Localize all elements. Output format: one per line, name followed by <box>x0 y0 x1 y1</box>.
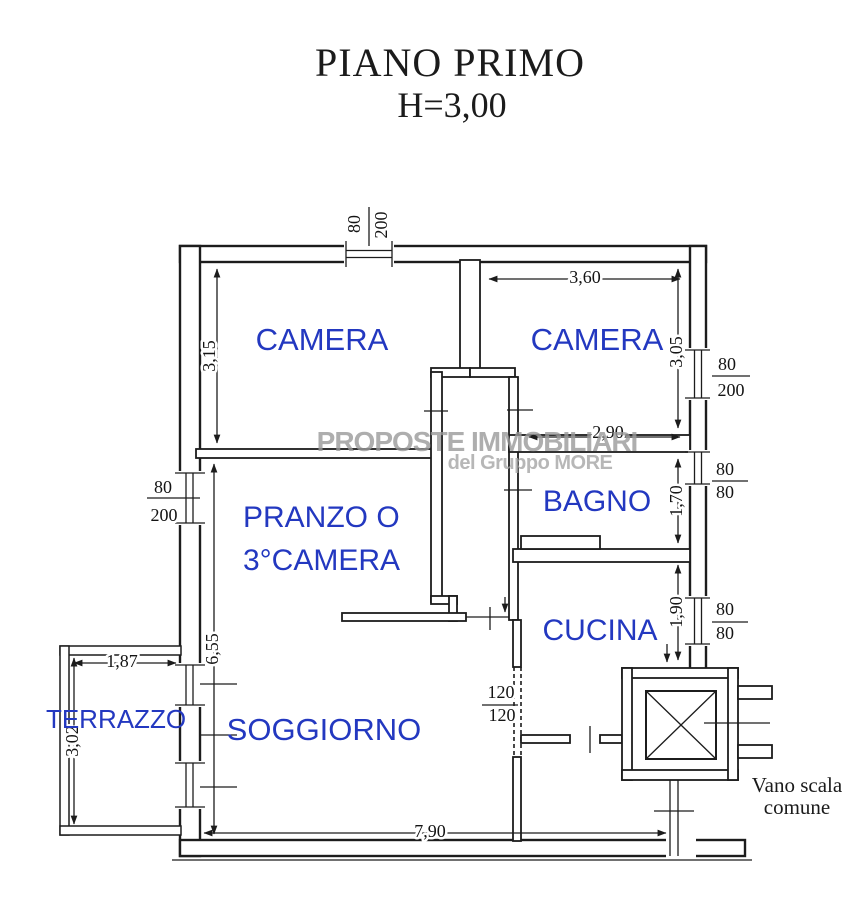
dim-camera2-height: 3,05 <box>666 336 686 368</box>
wall-bagno-cucina <box>512 548 691 563</box>
plan-height-label: H=3,00 <box>397 85 506 125</box>
dim-wrb-h: 80 <box>716 482 734 502</box>
dim-wrk-w: 80 <box>716 599 734 619</box>
room-label-camera2: CAMERA <box>531 322 664 357</box>
stairwell-label-line2: comune <box>764 795 830 819</box>
wall-cucina-left-lower <box>512 756 522 842</box>
dim-window-right-cucina: 80 80 <box>712 597 748 646</box>
window-right-camera2 <box>685 348 710 400</box>
wall-cucina-bottom-a <box>520 734 571 744</box>
dim-wrb-w: 80 <box>716 459 734 479</box>
dim-cucina-height: 1,90 <box>666 596 686 628</box>
dim-window-left-w: 80 <box>154 477 172 497</box>
dim-terrazzo-height: 3,02 <box>62 725 82 757</box>
dim-window-top: 80 200 <box>342 207 394 246</box>
dim-window-right-bagno: 80 80 <box>712 457 748 505</box>
windows <box>175 241 710 809</box>
room-label-bagno: BAGNO <box>543 485 651 518</box>
window-terrazzo-lower <box>175 761 205 809</box>
stair-wall-left <box>621 667 633 781</box>
stairwell-label-line1: Vano scala <box>752 773 843 797</box>
stair-stub-lower <box>737 744 773 759</box>
door-marks <box>424 409 591 753</box>
room-label-pranzo-line2: 3°CAMERA <box>243 544 400 577</box>
stair-wall-right <box>727 667 739 781</box>
terrazzo-parapet <box>59 645 182 836</box>
terrazzo-wall-bottom <box>59 825 182 836</box>
dim-wrk-h: 80 <box>716 623 734 643</box>
plan-title: PIANO PRIMO <box>315 40 585 85</box>
wall-top <box>178 244 708 264</box>
dim-120-w: 120 <box>488 682 515 702</box>
dim-window-right-camera2: 80 200 <box>712 352 750 403</box>
window-terrazzo-upper <box>175 663 205 707</box>
dim-camera2-width: 3,60 <box>569 267 601 287</box>
dim-wrc-w: 80 <box>718 354 736 374</box>
dim-opening-120: 120 120 <box>482 680 518 728</box>
room-label-soggiorno: SOGGIORNO <box>227 712 422 747</box>
wall-pranzo-bottom <box>341 612 467 622</box>
wall-cucina-left-upper <box>512 619 522 668</box>
dimensions: 3,15 3,60 3,05 2,90 1,70 1,90 6,55 1,87 … <box>60 207 750 844</box>
room-label-cucina: CUCINA <box>542 614 657 647</box>
stairwell-block <box>621 644 773 858</box>
wall-corridor-top-right <box>469 367 516 378</box>
wall-cucina-bottom-b <box>599 734 623 744</box>
dim-soggiorno-width: 7,90 <box>414 821 446 841</box>
dim-wrc-h: 200 <box>718 380 745 400</box>
room-label-camera1: CAMERA <box>256 322 389 357</box>
dim-window-left-h: 200 <box>151 505 178 525</box>
wall-corridor-right <box>508 376 519 621</box>
dim-bagno-height: 1,70 <box>666 485 686 517</box>
dim-window-left: 80 200 <box>147 475 200 528</box>
stair-stub-upper <box>737 685 773 700</box>
dim-terrazzo-width: 1,87 <box>106 651 138 671</box>
dim-120-h: 120 <box>489 705 516 725</box>
elevator-shaft <box>645 690 717 760</box>
stair-wall-top <box>621 667 739 679</box>
window-top <box>344 241 394 267</box>
stairwell-note: Vano scala comune <box>752 773 843 819</box>
stair-door-gap <box>666 838 696 858</box>
dim-window-top-h: 200 <box>371 212 391 239</box>
dim-camera2-inner-width: 2,90 <box>592 422 624 442</box>
watermark: PROPOSTE IMMOBILIARI del Gruppo MORE <box>317 426 639 474</box>
wall-between-cameras <box>459 259 481 373</box>
window-right-cucina <box>685 596 710 646</box>
window-right-bagno <box>685 450 710 486</box>
dim-camera1-height: 3,15 <box>199 340 219 372</box>
dim-pranzo-soggiorno-height: 6,55 <box>202 633 222 665</box>
wall-bagno-ledge <box>520 535 601 550</box>
room-labels: CAMERA CAMERA PRANZO O 3°CAMERA BAGNO CU… <box>46 322 664 747</box>
wall-bottom <box>178 838 747 858</box>
wall-corridor-left <box>430 371 443 603</box>
dim-window-top-w: 80 <box>344 215 364 233</box>
room-label-pranzo-line1: PRANZO O <box>243 501 400 534</box>
watermark-line2: del Gruppo MORE <box>448 452 613 474</box>
watermark-line1: PROPOSTE IMMOBILIARI <box>317 426 638 457</box>
stair-wall-bottom <box>621 769 739 781</box>
room-label-terrazzo: TERRAZZO <box>46 704 186 734</box>
